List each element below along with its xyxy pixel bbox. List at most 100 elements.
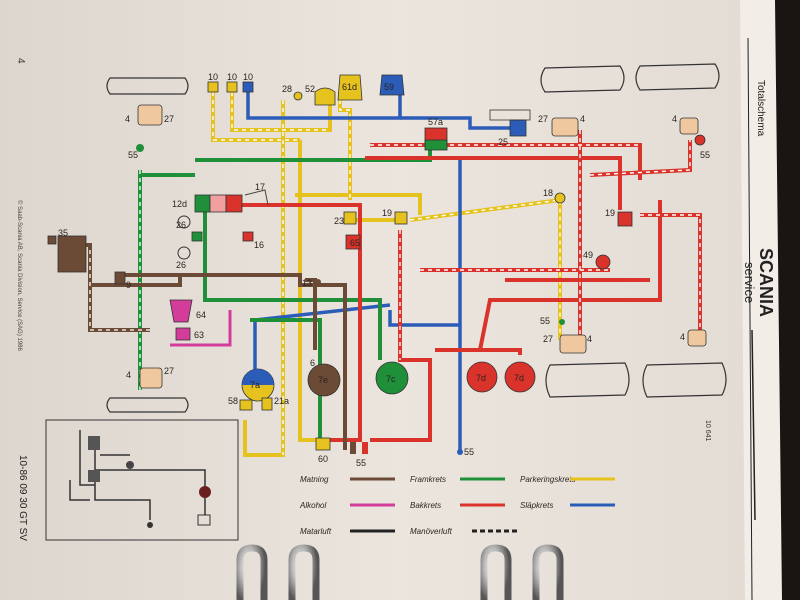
label-55-mr: 55 [540,316,550,326]
tank-7e-icon [307,363,341,397]
label-10b: 10 [227,72,237,82]
label-19a: 19 [382,208,392,218]
label-59: 59 [384,82,394,92]
label-4-fl: 4 [125,114,130,124]
valve-12d-icon [194,194,211,213]
valve-25-icon [509,119,527,137]
label-64: 64 [196,310,206,320]
label-7d-left: 7d [476,373,486,383]
label-49: 49 [583,250,593,260]
brake-chamber-bottom-right-icon [687,329,707,347]
label-7e: 7e [318,375,328,385]
valve-28-icon [293,91,303,101]
label-27-fl: 27 [164,114,174,124]
label-23: 23 [334,216,344,226]
valve-60-icon [315,437,331,451]
brake-chamber-rear-right-icon [559,334,587,354]
tank-7d-right-icon [504,361,536,393]
label-16: 16 [254,240,264,250]
valve-65-icon [345,234,361,250]
legend-label-4: Bakkrets [410,501,441,510]
label-35: 35 [58,228,68,238]
label-55-b2: 55 [464,447,474,457]
label-28: 28 [282,84,292,94]
section-title: Totalschema [755,80,766,137]
figure-number: 10 641 [704,420,711,442]
lever-17-icon [244,189,269,206]
label-7d-right: 7d [514,373,524,383]
valve-23-icon [343,211,357,225]
legend-label-5: Släpkrets [520,501,553,510]
wheel-outlines [106,63,727,413]
label-27-rl: 27 [164,366,174,376]
valve-55-left-icon [136,144,144,152]
label-63: 63 [194,330,204,340]
valve-19a-icon [394,211,408,225]
label-4-tr: 4 [672,114,677,124]
label-17: 17 [255,182,265,192]
label-26b: 26 [176,260,186,270]
label-7a: 7a [250,380,260,390]
valve-55-topright-icon [694,134,706,146]
label-18: 18 [543,188,553,198]
legend-label-0: Matning [300,475,329,484]
valve-10b-icon [226,81,238,93]
label-10a: 10 [208,72,218,82]
label-58: 58 [228,396,238,406]
tank-7d-left-icon [466,361,498,393]
legend-label-2: Parkeringskrets [520,475,576,484]
label-13: 13 [302,278,312,288]
valve-21a-icon [261,397,273,411]
alcohol-tank-64-icon [169,299,193,323]
binder-rings [236,544,564,600]
label-12d: 12d [172,199,187,209]
label-55-tr: 55 [700,150,710,160]
component-labels: 10 10 10 28 52 61d 59 57a 25 4 27 55 27 … [58,72,710,468]
inset-mini-diagram [45,419,239,541]
tank-7c-icon [375,361,409,395]
valve-9-icon [114,271,126,285]
label-27-rr: 27 [543,334,553,344]
legend-label-1: Framkrets [410,475,446,484]
label-25: 25 [498,137,508,147]
label-52: 52 [305,84,315,94]
label-21a: 21a [274,396,289,406]
label-19b: 19 [605,208,615,218]
valve-10a-icon [207,81,219,93]
wires-alkohol [170,310,232,347]
valve-55-b2-icon [362,442,368,454]
copyright-side-text: © Saab-Scania AB, Scania Division, Servi… [16,200,23,351]
valve-61d-icon [337,74,363,101]
doc-code: 10-86 09 30 GT SV [17,455,28,541]
valve-19b-icon [617,211,633,227]
label-61d: 61d [342,82,357,92]
valve-18-icon [554,192,566,204]
brand-sub: service [742,262,757,303]
label-27-fr: 27 [538,114,548,124]
brake-chamber-rear-left-icon [139,367,163,389]
label-26a: 26 [176,220,186,230]
gauge-26a-icon [177,215,191,229]
label-9: 9 [126,280,131,290]
label-7c: 7c [386,374,396,384]
brake-chamber-front-right-icon [551,117,579,137]
brand-logo: SCANIA [756,248,776,317]
legend-label-7: Manöverluft [410,527,453,536]
brake-chamber-top-right-icon [679,117,699,135]
legend-label-6: Matarluft [300,527,332,536]
valve-16-icon [242,231,254,242]
valve-13-icon [315,279,321,285]
valve-58-icon [239,399,253,411]
label-65: 65 [350,238,360,248]
label-10c: 10 [243,72,253,82]
legend-label-3: Alkohol [299,501,326,510]
brake-chamber-front-left-icon [137,104,163,126]
label-4-br: 4 [680,332,685,342]
valve-55-mid-icon [559,319,565,325]
valve-59-icon [379,74,405,96]
valve-63-icon [175,327,191,341]
gauge-26b-icon [177,246,191,260]
label-55-fl: 55 [128,150,138,160]
